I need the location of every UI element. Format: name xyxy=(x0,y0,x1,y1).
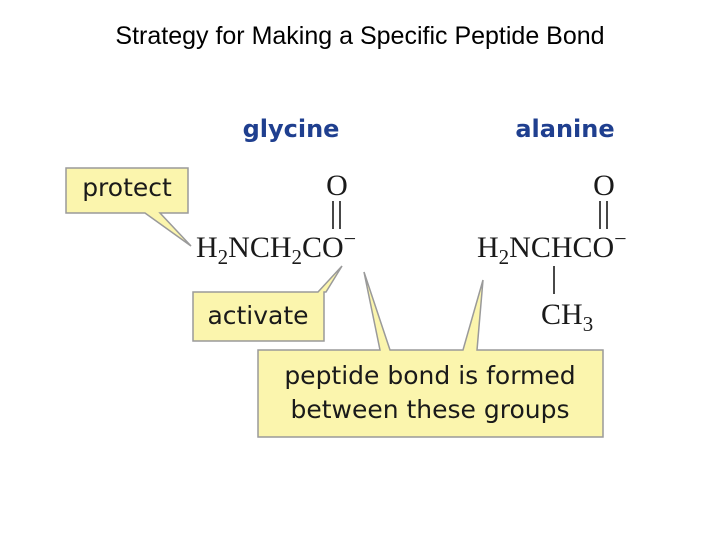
protect-callout xyxy=(65,167,192,247)
alanine-side-chain: CH3 xyxy=(541,298,593,336)
alanine-label: alanine xyxy=(515,115,614,143)
glycine-formula: H2NCH2CO− xyxy=(196,226,356,269)
activate-callout xyxy=(192,265,343,342)
glycine-carbonyl-oxygen: O xyxy=(326,169,348,202)
alanine-carbonyl-oxygen: O xyxy=(593,169,615,202)
peptide-bond-label-line1: peptide bond is formed xyxy=(284,361,575,390)
activate-label: activate xyxy=(207,301,308,330)
protect-label: protect xyxy=(82,173,172,202)
peptide-bond-callout xyxy=(257,271,604,438)
slide-title: Strategy for Making a Specific Peptide B… xyxy=(115,22,605,50)
peptide-bond-label-line2: between these groups xyxy=(290,395,569,424)
glycine-label: glycine xyxy=(243,115,340,143)
alanine-formula: H2NCHCO− xyxy=(477,226,627,269)
